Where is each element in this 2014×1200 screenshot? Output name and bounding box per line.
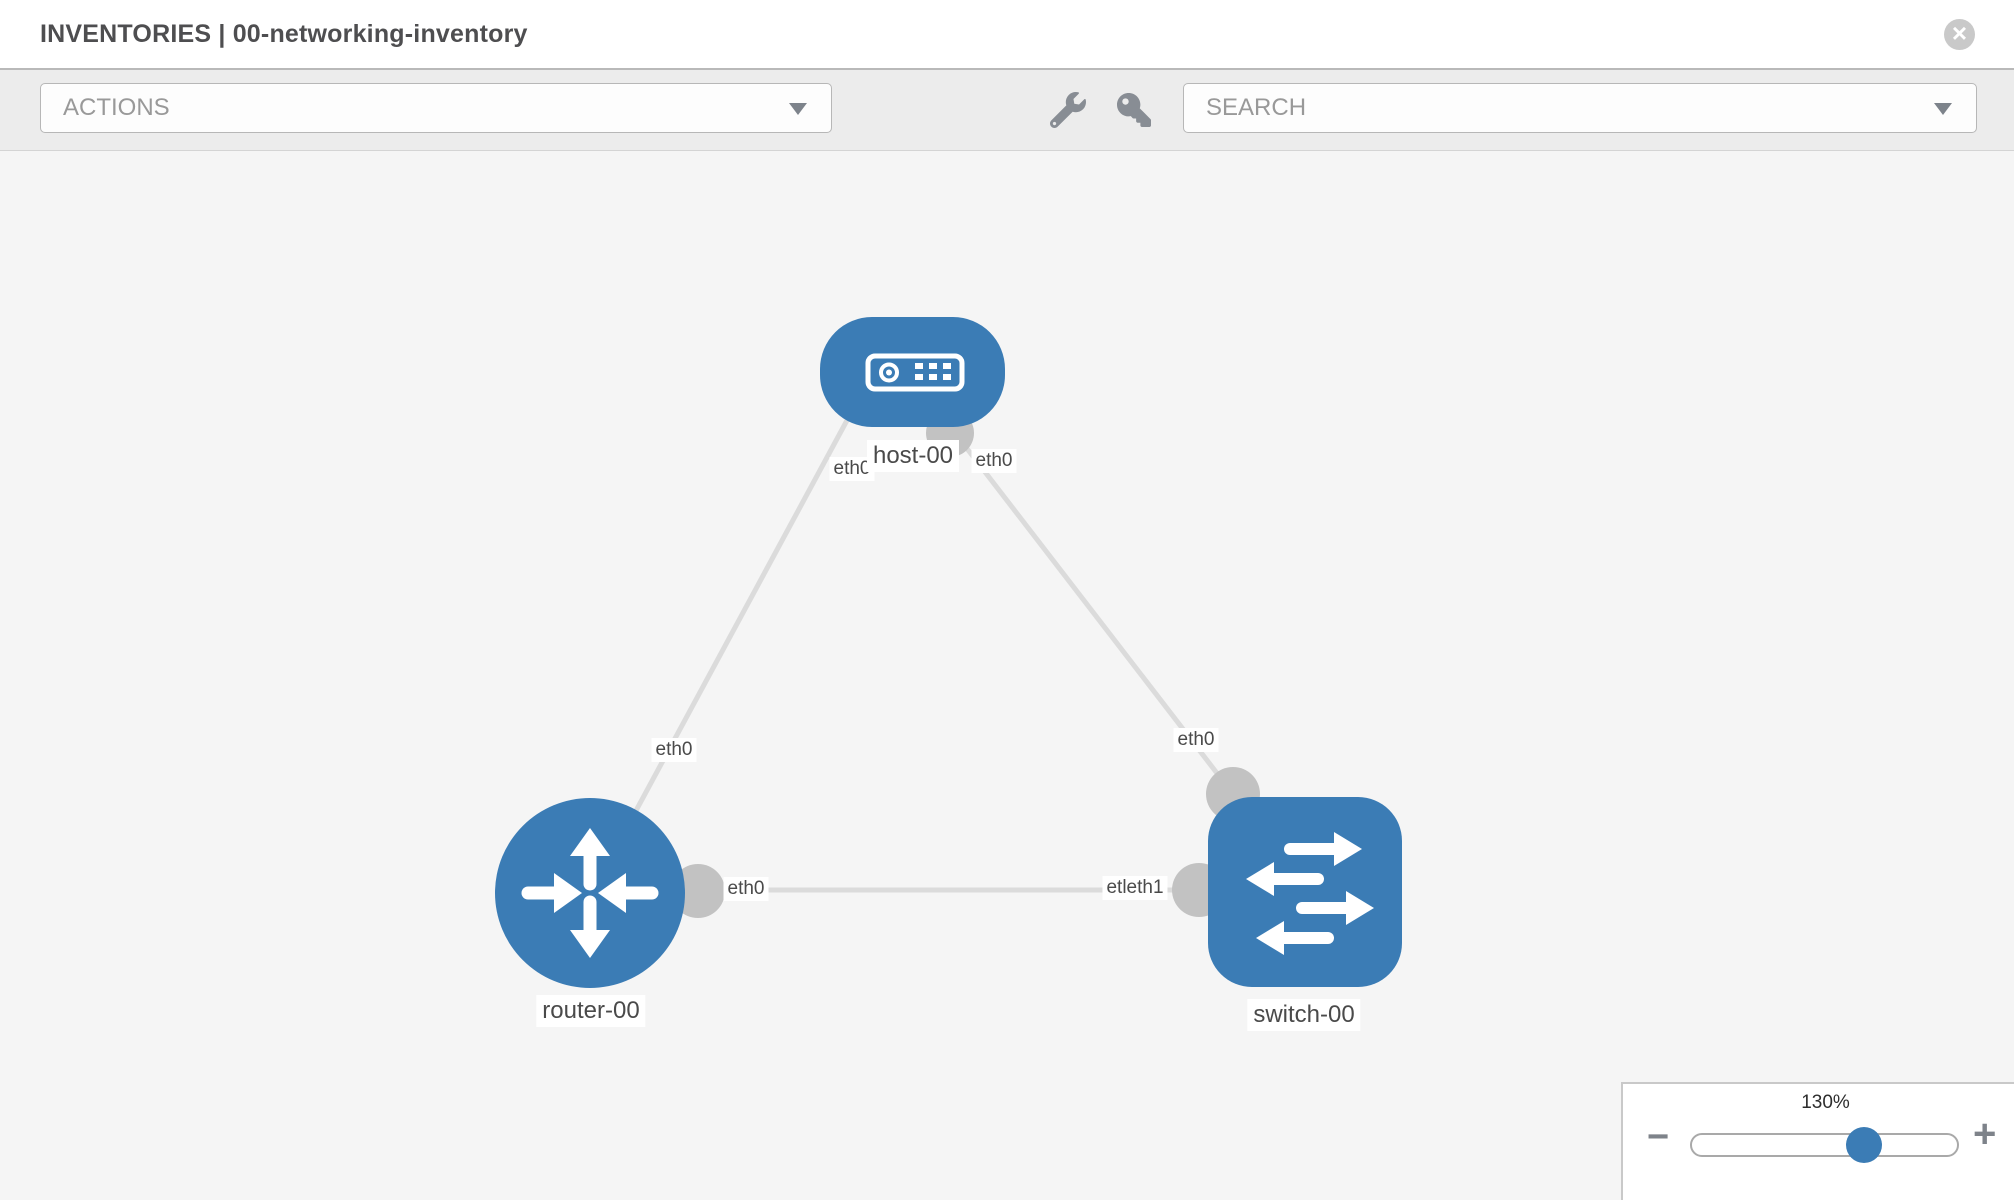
chevron-down-icon: [1934, 103, 1952, 115]
actions-dropdown-label: ACTIONS: [63, 94, 170, 121]
search-dropdown[interactable]: SEARCH: [1183, 83, 1977, 133]
actions-dropdown[interactable]: ACTIONS: [40, 83, 832, 133]
zoom-slider-thumb[interactable]: [1846, 1127, 1882, 1163]
interface-label: eth0: [1173, 728, 1219, 752]
node-router-00[interactable]: [495, 798, 685, 988]
header: INVENTORIES | 00-networking-inventory ×: [0, 0, 2014, 70]
interface-label: eth0: [723, 877, 769, 901]
node-label-host: host-00: [866, 440, 960, 472]
zoom-in-button[interactable]: +: [1973, 1112, 1997, 1156]
interface-label: eth0: [971, 449, 1017, 473]
interface-label: eth0: [651, 738, 697, 762]
node-label-switch: switch-00: [1247, 999, 1361, 1031]
switch-icon: [1246, 832, 1374, 955]
node-host-00[interactable]: [820, 317, 1005, 427]
interface-connector: [671, 864, 725, 918]
chevron-down-icon: [789, 103, 807, 115]
zoom-out-button[interactable]: −: [1647, 1116, 1670, 1158]
host-icon: [865, 353, 965, 392]
interface-label: etleth1: [1102, 876, 1168, 900]
close-icon: ×: [1951, 18, 1968, 48]
link-host-router[interactable]: [589, 398, 861, 894]
node-switch-00[interactable]: [1208, 797, 1402, 987]
close-button[interactable]: ×: [1944, 19, 1975, 50]
wrench-icon: [1049, 91, 1086, 133]
toolbar: ACTIONS SEARCH: [0, 70, 2014, 151]
interface-label: eth0: [829, 457, 875, 481]
router-icon: [521, 828, 659, 958]
configure-button[interactable]: [1046, 90, 1090, 134]
node-label-router: router-00: [536, 995, 646, 1027]
key-icon: [1117, 92, 1151, 132]
search-dropdown-label: SEARCH: [1206, 94, 1307, 121]
zoom-level-label: 130%: [1801, 1092, 1850, 1113]
page-title: INVENTORIES | 00-networking-inventory: [40, 20, 528, 48]
zoom-slider-track[interactable]: [1690, 1133, 1959, 1157]
credentials-button[interactable]: [1112, 90, 1156, 134]
zoom-panel: 130% − +: [1621, 1082, 2014, 1200]
